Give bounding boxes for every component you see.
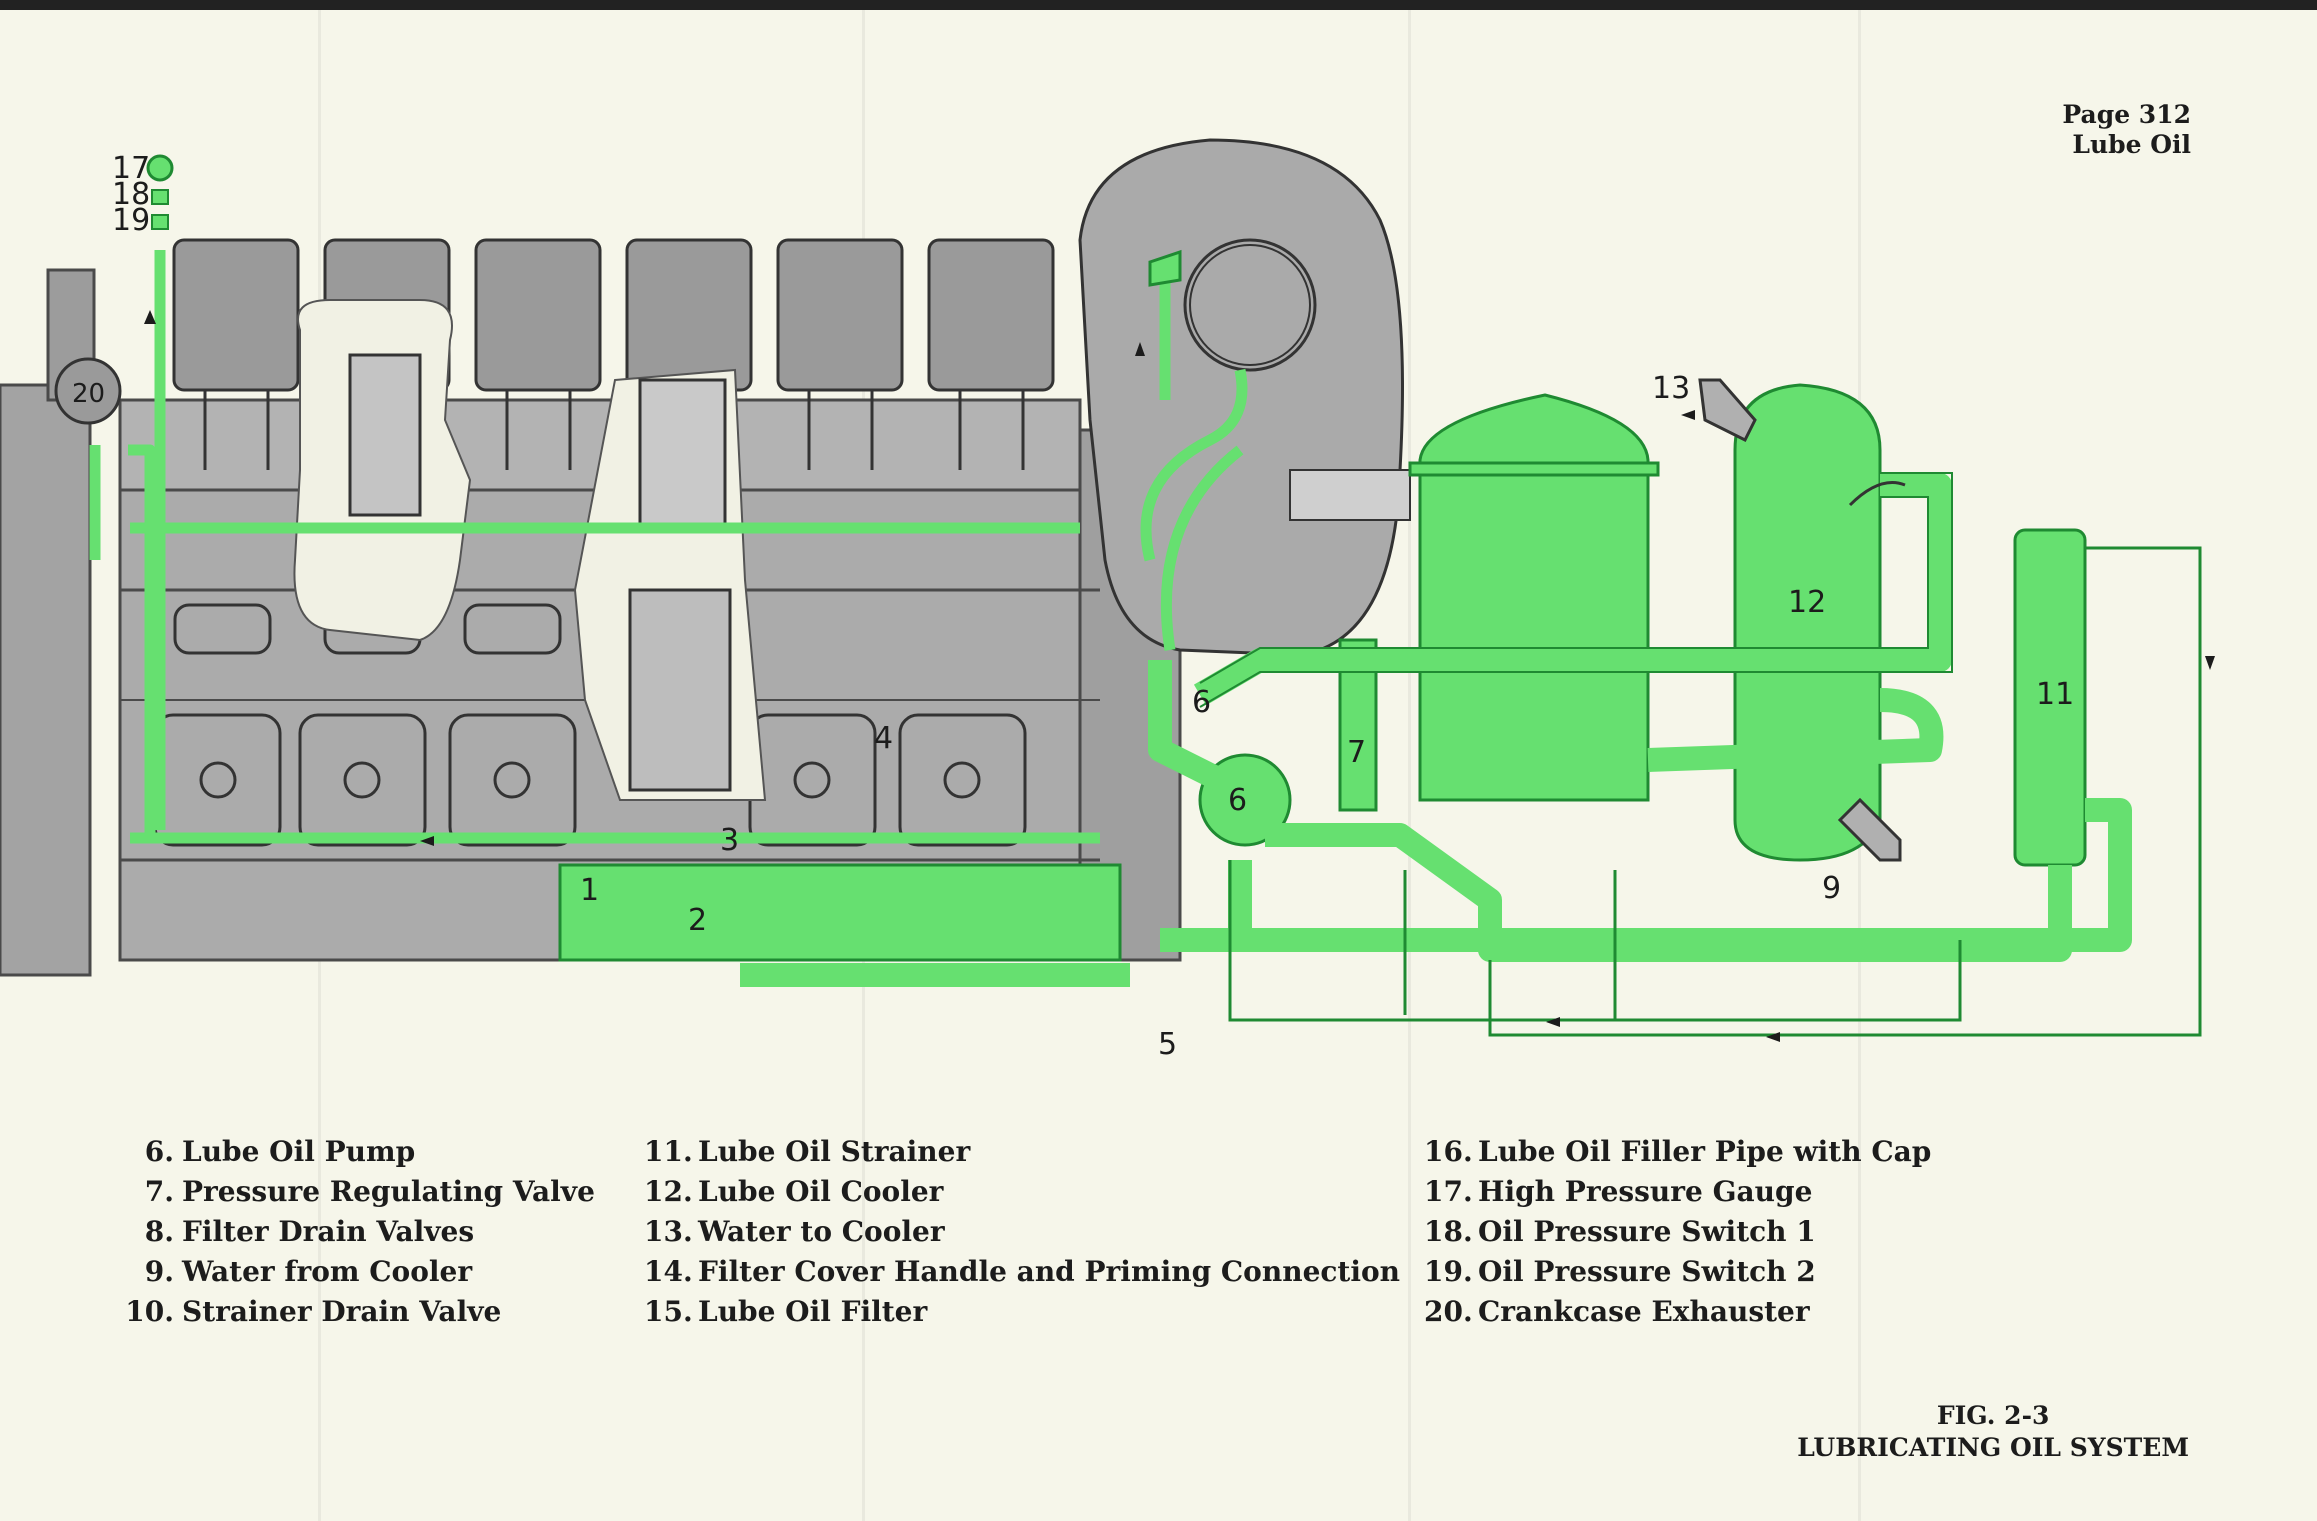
- engine-cutaways: [293, 299, 767, 801]
- page-header: Page 312 Lube Oil: [2062, 100, 2191, 160]
- lube-oil-pump: [1198, 753, 1292, 847]
- callout-17: 17: [112, 151, 150, 186]
- crankcase-exhauster: [54, 357, 122, 425]
- legend-label: Oil Pressure Switch 1: [1478, 1215, 1816, 1248]
- legend-number: 11.: [644, 1135, 693, 1168]
- section-title: Lube Oil: [2072, 130, 2191, 159]
- legend-label: Lube Oil Strainer: [698, 1135, 971, 1168]
- legend-number: 8.: [144, 1215, 174, 1248]
- filter-flange: [1408, 461, 1660, 477]
- figure-title: LUBRICATING OIL SYSTEM: [1797, 1433, 2189, 1462]
- callout-18: 18: [112, 177, 150, 212]
- legend-column-3: 16.Lube Oil Filler Pipe with Cap 17.High…: [1424, 1132, 1931, 1332]
- figure-caption: FIG. 2-3 LUBRICATING OIL SYSTEM: [1797, 1400, 2189, 1464]
- legend-number: 15.: [644, 1295, 693, 1328]
- legend-label: Crankcase Exhauster: [1478, 1295, 1810, 1328]
- figure-number: FIG. 2-3: [1936, 1401, 2050, 1430]
- legend-item: 16.Lube Oil Filler Pipe with Cap: [1424, 1132, 1931, 1172]
- legend-label: Lube Oil Filter: [698, 1295, 928, 1328]
- legend-item: 11.Lube Oil Strainer: [644, 1132, 1400, 1172]
- legend-label: Water from Cooler: [182, 1255, 473, 1288]
- lube-oil-filter: [1418, 393, 1650, 802]
- legend-number: 13.: [644, 1215, 693, 1248]
- legend-number: 10.: [125, 1295, 174, 1328]
- oil-sump: [558, 863, 1122, 962]
- legend-label: Oil Pressure Switch 2: [1478, 1255, 1816, 1288]
- callout-13: 13: [1652, 371, 1690, 406]
- legend-label: Water to Cooler: [698, 1215, 945, 1248]
- legend-item: 9.Water from Cooler: [110, 1252, 595, 1292]
- callout-6-upper: 6: [1192, 685, 1211, 720]
- callout-5: 5: [1158, 1027, 1177, 1062]
- legend-item: 6.Lube Oil Pump: [110, 1132, 595, 1172]
- legend-number: 14.: [644, 1255, 693, 1288]
- legend-label: Strainer Drain Valve: [182, 1295, 502, 1328]
- legend-item: 19.Oil Pressure Switch 2: [1424, 1252, 1931, 1292]
- legend-item: 10.Strainer Drain Valve: [110, 1292, 595, 1332]
- legend-number: 7.: [144, 1175, 174, 1208]
- oil-components: [558, 383, 2087, 962]
- callout-4: 4: [874, 721, 893, 756]
- legend-column-2: 11.Lube Oil Strainer 12.Lube Oil Cooler …: [644, 1132, 1400, 1332]
- legend-label: Lube Oil Filler Pipe with Cap: [1478, 1135, 1932, 1168]
- flow-arrows: [144, 310, 2215, 1042]
- callout-20: 20: [72, 379, 105, 409]
- legend-label: Lube Oil Pump: [182, 1135, 416, 1168]
- callout-19: 19: [112, 203, 150, 238]
- legend-number: 20.: [1424, 1295, 1473, 1328]
- callout-7: 7: [1347, 735, 1366, 770]
- legend-item: 15.Lube Oil Filter: [644, 1292, 1400, 1332]
- legend-label: Pressure Regulating Valve: [182, 1175, 595, 1208]
- legend-number: 17.: [1424, 1175, 1473, 1208]
- legend-item: 20.Crankcase Exhauster: [1424, 1292, 1931, 1332]
- legend-item: 18.Oil Pressure Switch 1: [1424, 1212, 1931, 1252]
- oil-galleries: [89, 250, 1248, 844]
- pressure-gauge: [146, 154, 174, 230]
- lube-oil-cooler: [1733, 383, 1882, 862]
- legend-item: 7.Pressure Regulating Valve: [110, 1172, 595, 1212]
- legend-label: Lube Oil Cooler: [698, 1175, 944, 1208]
- legend-number: 16.: [1424, 1135, 1473, 1168]
- callout-6-lower: 6: [1228, 783, 1247, 818]
- callout-9: 9: [1822, 871, 1841, 906]
- legend-label: Filter Cover Handle and Priming Connecti…: [698, 1255, 1401, 1288]
- legend-label: High Pressure Gauge: [1478, 1175, 1813, 1208]
- fold-line: [1408, 10, 1411, 1521]
- callout-2: 2: [688, 903, 707, 938]
- oil-pipes-main: [740, 473, 2132, 987]
- legend-number: 19.: [1424, 1255, 1473, 1288]
- thin-return-lines: [1228, 546, 2202, 1037]
- legend-number: 6.: [144, 1135, 174, 1168]
- legend-item: 17.High Pressure Gauge: [1424, 1172, 1931, 1212]
- legend-number: 12.: [644, 1175, 693, 1208]
- callout-numbers: 17 18 19 20 1 2 3 4 5 6 6 7 9 11 12 13: [72, 151, 2074, 1062]
- page-number: Page 312: [2062, 100, 2191, 129]
- legend-number: 9.: [144, 1255, 174, 1288]
- legend-item: 13.Water to Cooler: [644, 1212, 1400, 1252]
- callout-1: 1: [580, 873, 599, 908]
- legend-item: 12.Lube Oil Cooler: [644, 1172, 1400, 1212]
- legend-label: Filter Drain Valves: [182, 1215, 475, 1248]
- page-top-edge: [0, 0, 2317, 10]
- callout-12: 12: [1788, 585, 1826, 620]
- legend-item: 14.Filter Cover Handle and Priming Conne…: [644, 1252, 1400, 1292]
- top-oil-filler: [1148, 249, 1182, 287]
- legend-column-1: 6.Lube Oil Pump 7.Pressure Regulating Va…: [110, 1132, 595, 1332]
- cooler-water-nozzles: [1698, 378, 1906, 862]
- legend-number: 18.: [1424, 1215, 1473, 1248]
- callout-3: 3: [720, 823, 739, 858]
- oil-pipes-outline: [1199, 472, 1953, 708]
- legend-item: 8.Filter Drain Valves: [110, 1212, 595, 1252]
- callout-11: 11: [2036, 677, 2074, 712]
